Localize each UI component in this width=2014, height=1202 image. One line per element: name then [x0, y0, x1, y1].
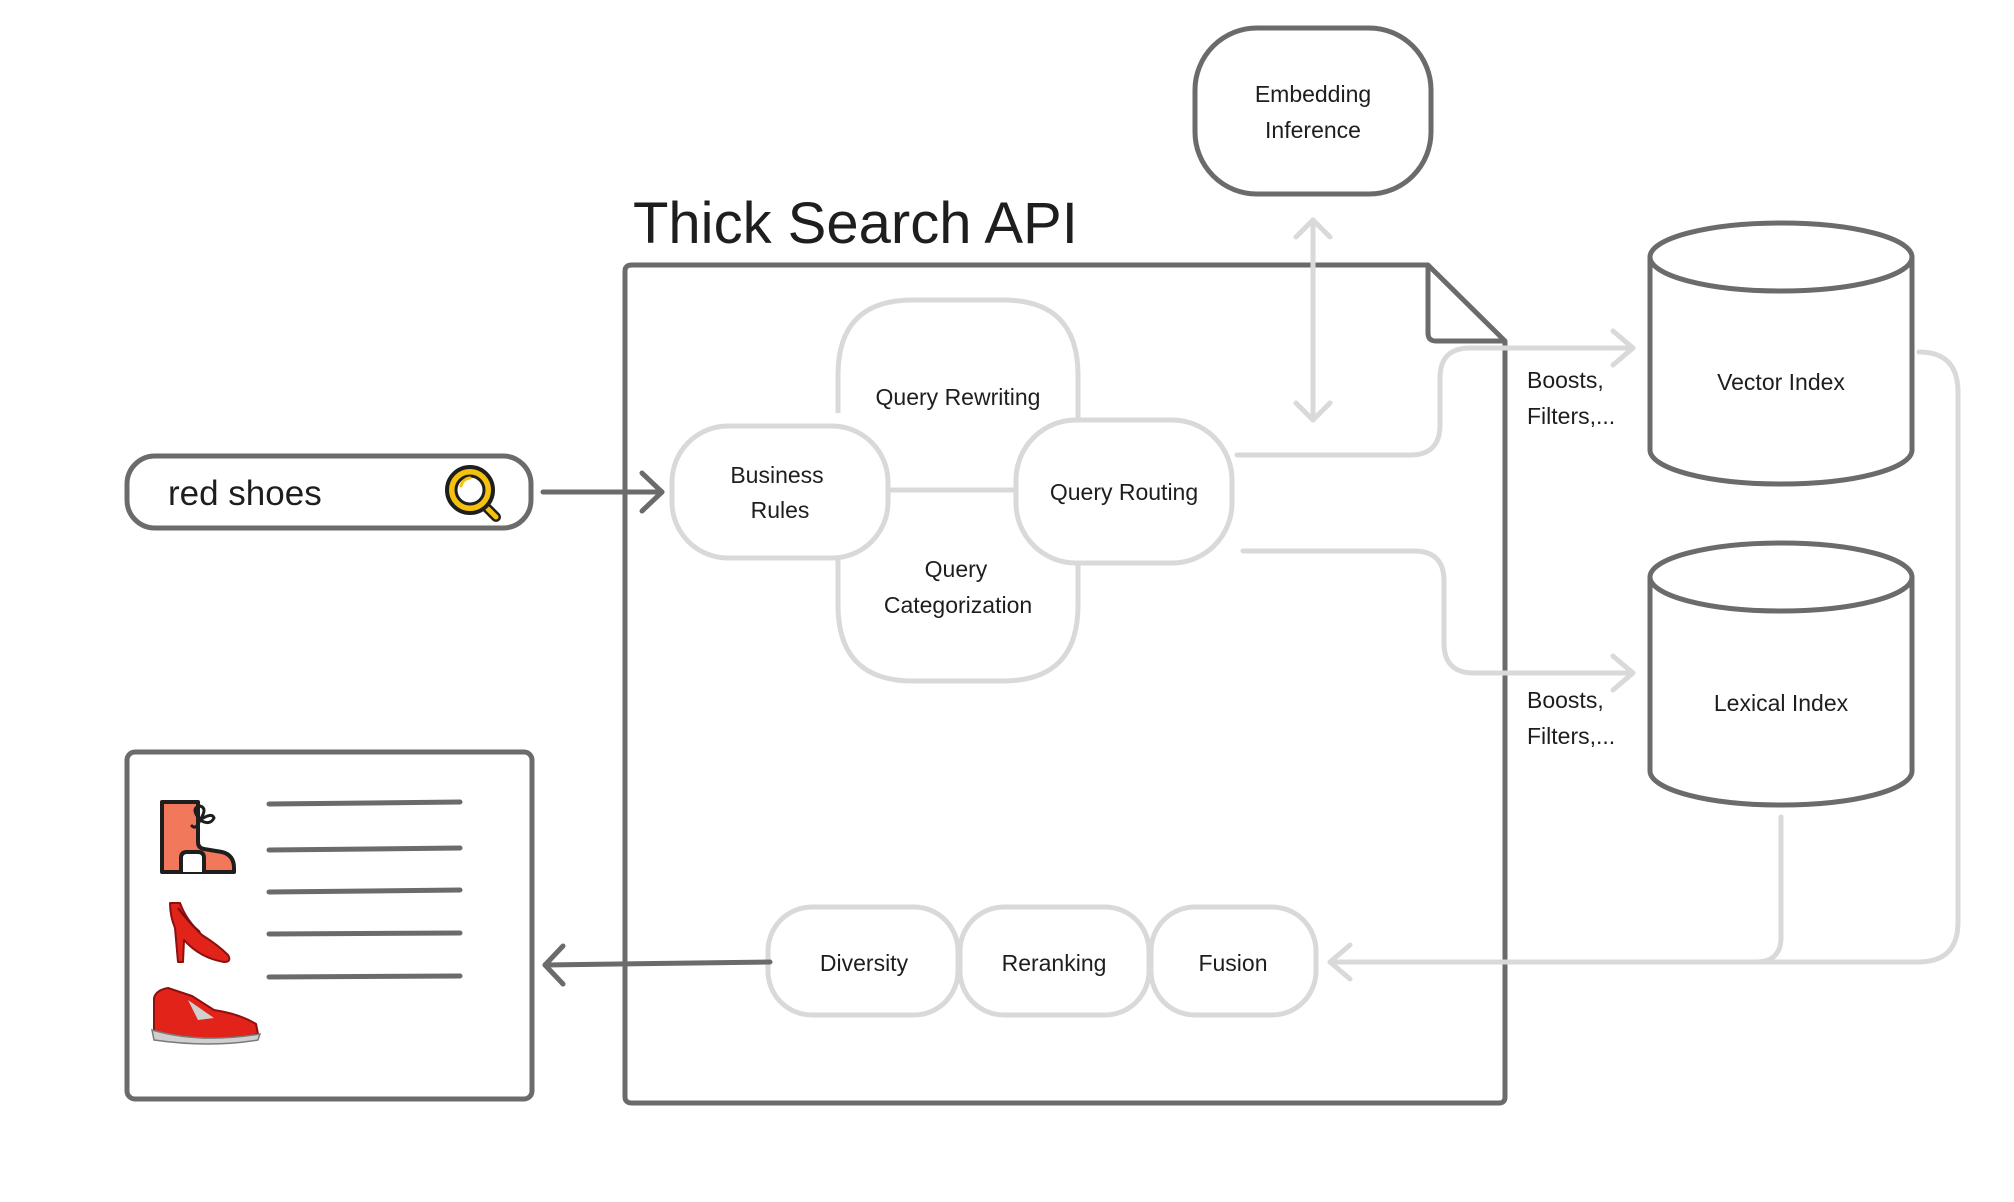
- svg-text:Boosts,: Boosts,: [1527, 367, 1604, 393]
- indexes-to-fusion-arrow: [1327, 349, 1961, 982]
- routing-to-lexical-arrow: [1240, 548, 1636, 693]
- search-to-api-arrow: [540, 470, 665, 514]
- svg-text:Reranking: Reranking: [1002, 950, 1107, 976]
- svg-text:Lexical Index: Lexical Index: [1714, 690, 1849, 716]
- vector-index-database: Vector Index: [1647, 220, 1915, 487]
- svg-text:Query Routing: Query Routing: [1050, 479, 1198, 505]
- query-routing-node: Query Routing: [1013, 417, 1235, 566]
- svg-text:Fusion: Fusion: [1198, 950, 1267, 976]
- svg-text:Query Rewriting: Query Rewriting: [876, 384, 1041, 410]
- embedding-bidirectional-arrow: [1293, 217, 1333, 423]
- lexical-index-database: Lexical Index: [1647, 540, 1915, 808]
- boot-icon: [160, 800, 236, 874]
- vector-boost-note: Boosts, Filters,...: [1527, 367, 1615, 429]
- svg-text:Boosts,: Boosts,: [1527, 687, 1604, 713]
- query-rewriting-node: Query Rewriting: [835, 297, 1081, 420]
- sneaker-icon: [151, 987, 262, 1045]
- svg-text:Inference: Inference: [1265, 117, 1361, 143]
- search-box[interactable]: red shoes: [124, 453, 534, 531]
- svg-text:Vector Index: Vector Index: [1717, 369, 1845, 395]
- svg-text:Diversity: Diversity: [820, 950, 909, 976]
- routing-to-vector-arrow: [1234, 328, 1636, 458]
- lexical-boost-note: Boosts, Filters,...: [1527, 687, 1615, 749]
- pipeline-to-results-arrow: [542, 943, 773, 987]
- business-rules-node: Business Rules: [669, 423, 891, 561]
- high-heel-icon: [169, 902, 231, 963]
- result-lines: [266, 799, 463, 980]
- diagram-title: Thick Search API: [633, 191, 1078, 256]
- query-categorization-node: Query Categorization: [835, 556, 1081, 684]
- results-panel: [124, 749, 535, 1102]
- svg-text:Filters,...: Filters,...: [1527, 403, 1615, 429]
- fusion-node: Fusion: [1148, 904, 1319, 1018]
- reranking-node: Reranking: [957, 904, 1152, 1018]
- svg-text:Embedding: Embedding: [1255, 81, 1371, 107]
- svg-text:Rules: Rules: [751, 497, 810, 523]
- api-container-fold: [1425, 265, 1505, 344]
- diversity-node: Diversity: [765, 904, 961, 1018]
- magnifier-icon[interactable]: [445, 465, 501, 522]
- svg-text:Categorization: Categorization: [884, 592, 1032, 618]
- svg-text:Filters,...: Filters,...: [1527, 723, 1615, 749]
- svg-text:Query: Query: [925, 556, 988, 582]
- embedding-inference-node: Embedding Inference: [1192, 25, 1434, 197]
- search-query-text: red shoes: [168, 474, 322, 513]
- api-container: [622, 262, 1508, 1106]
- svg-text:Business: Business: [730, 462, 823, 488]
